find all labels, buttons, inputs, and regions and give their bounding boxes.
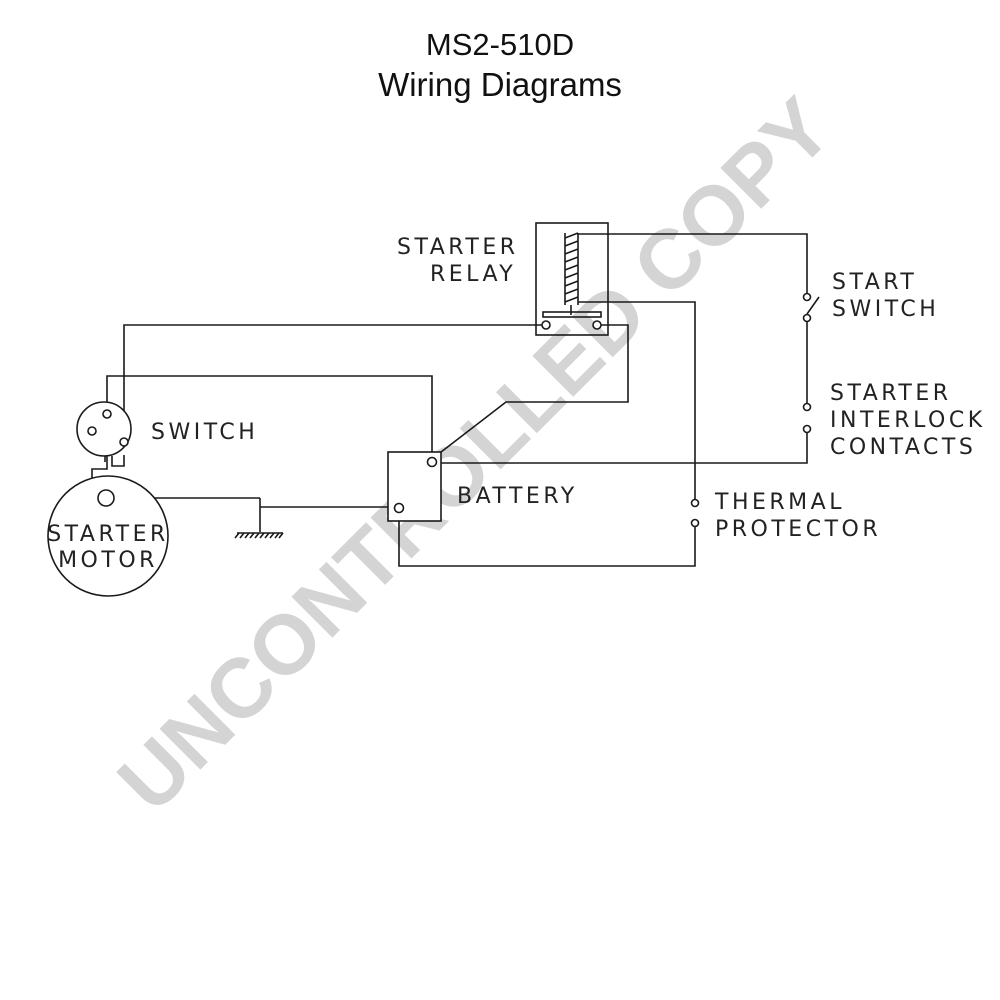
start-switch-label-line2: SWITCH bbox=[832, 297, 939, 322]
switch-icon bbox=[76, 401, 132, 457]
interlock-label: STARTER bbox=[830, 381, 952, 406]
starter-relay-box bbox=[535, 222, 609, 336]
ground-icon bbox=[234, 532, 284, 539]
battery-icon bbox=[387, 451, 442, 522]
start-switch-icon bbox=[802, 292, 820, 323]
interlock-contacts-icon bbox=[802, 402, 812, 434]
watermark: UNCONTROLLED COPY bbox=[100, 80, 850, 830]
relay-terminal-right bbox=[592, 320, 602, 330]
starter-motor-label: STARTER bbox=[47, 522, 169, 547]
thermal-protector-icon bbox=[690, 498, 700, 528]
switch-label: SWITCH bbox=[151, 420, 258, 445]
interlock-label-line3: CONTACTS bbox=[830, 435, 976, 460]
starter-motor-icon bbox=[47, 475, 169, 597]
interlock-label-line2: INTERLOCK bbox=[830, 408, 986, 433]
starter-motor-label-line2: MOTOR bbox=[58, 548, 158, 573]
thermal-protector-label-line2: PROTECTOR bbox=[715, 517, 881, 542]
battery-label: BATTERY bbox=[457, 484, 578, 509]
relay-coil-icon bbox=[542, 232, 602, 318]
wiring bbox=[91, 233, 808, 567]
starter-relay-label-line2: RELAY bbox=[430, 262, 516, 287]
starter-relay-label: STARTER bbox=[397, 235, 519, 260]
diagram-subtitle: Wiring Diagrams bbox=[378, 66, 622, 103]
relay-terminal-left bbox=[541, 320, 551, 330]
diagram-model-title: MS2-510D bbox=[425, 27, 575, 62]
start-switch-label: START bbox=[832, 270, 917, 295]
thermal-protector-label: THERMAL bbox=[714, 490, 845, 515]
